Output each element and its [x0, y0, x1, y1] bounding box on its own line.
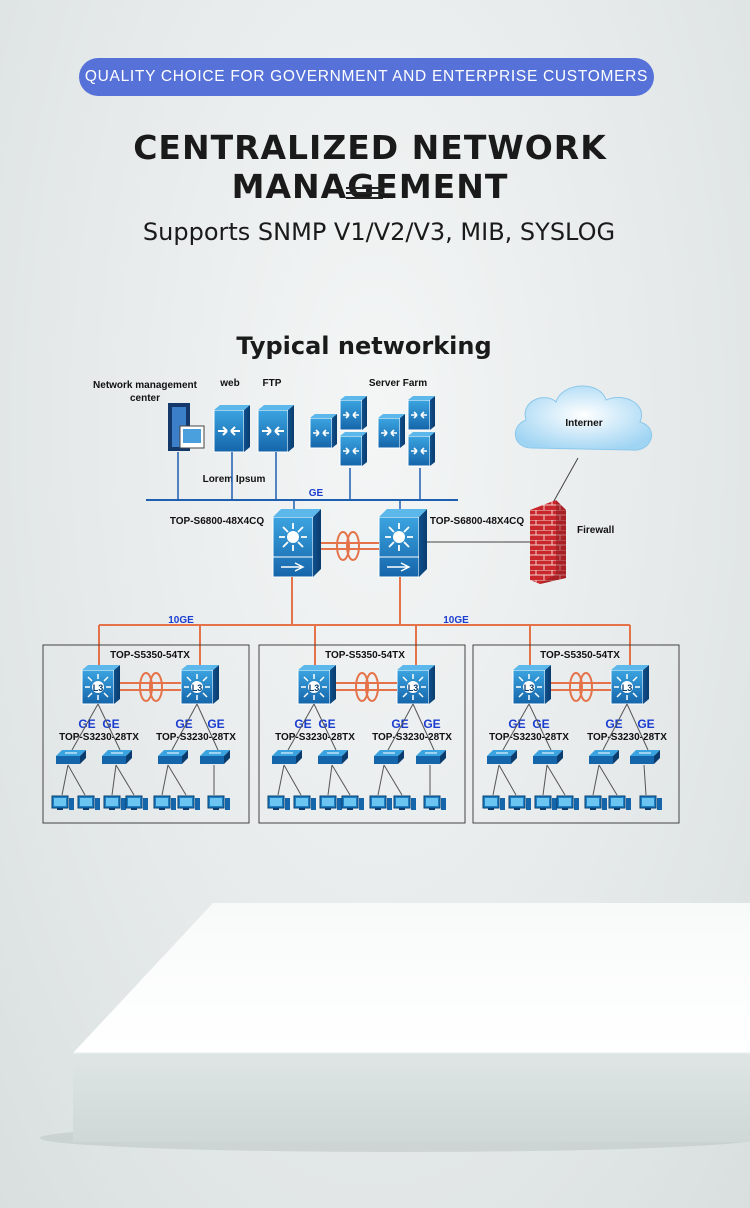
ge-label: GE — [102, 717, 119, 731]
diagram-title: Typical networking — [236, 332, 492, 360]
core-switch-right-icon — [378, 508, 428, 578]
internet-label: Interner — [565, 418, 602, 429]
aggregation-label: TOP-S5350-54TX — [325, 650, 405, 661]
core-left-label: TOP-S6800-48X4CQ — [170, 516, 265, 527]
tengig-links — [98, 577, 631, 666]
server-farm-label: Server Farm — [369, 378, 427, 389]
pc-icon — [393, 795, 417, 811]
network-diagram: Network management center web FTP Server… — [42, 378, 680, 824]
access-group-2: TOP-S5350-54TX L3 L3 GE GE GE GE TOP-S32… — [258, 644, 466, 824]
ge-label: GE — [423, 717, 440, 731]
ge-label: GE — [207, 717, 224, 731]
access-switch-icon — [415, 749, 447, 765]
pc-icon — [207, 795, 231, 811]
pc-icon — [267, 795, 291, 811]
pc-icon — [508, 795, 532, 811]
pc-icon — [556, 795, 580, 811]
access-switch-label: TOP-S3230-28TX — [489, 732, 569, 743]
tengig-right-label: 10GE — [443, 615, 469, 626]
page-subtitle: Supports SNMP V1/V2/V3, MIB, SYSLOG — [142, 218, 616, 246]
l3-badge: L3 — [192, 683, 203, 693]
access-group-1: TOP-S5350-54TX L3 L3 GE GE GE GE TOP-S32… — [42, 644, 250, 824]
aggregation-label: TOP-S5350-54TX — [540, 650, 620, 661]
server-rack-icon — [168, 403, 205, 451]
internet-cloud-icon — [515, 385, 652, 451]
firewall-label: Firewall — [577, 525, 614, 536]
firewall-icon — [530, 500, 566, 584]
title-divider-icon — [346, 187, 383, 202]
l3-badge: L3 — [309, 683, 320, 693]
ge-label: GE — [508, 717, 525, 731]
pc-icon — [341, 795, 365, 811]
lorem-label: Lorem Ipsum — [203, 474, 266, 485]
access-switch-icon — [271, 749, 303, 765]
access-switch-icon — [588, 749, 620, 765]
ftp-server-icon — [257, 404, 295, 453]
access-switch-icon — [629, 749, 661, 765]
access-switch-label: TOP-S3230-28TX — [59, 732, 139, 743]
core-right-label: TOP-S6800-48X4CQ — [430, 516, 525, 527]
web-label: web — [219, 378, 239, 389]
core-switch-left-icon — [272, 508, 322, 578]
access-switch-icon — [532, 749, 564, 765]
ge-backbone-label: GE — [309, 488, 324, 499]
access-group-3: TOP-S5350-54TX L3 L3 GE GE GE GE TOP-S32… — [472, 644, 680, 824]
access-switch-label: TOP-S3230-28TX — [275, 732, 355, 743]
access-switch-icon — [317, 749, 349, 765]
pc-icon — [177, 795, 201, 811]
pc-icon — [103, 795, 127, 811]
pc-icon — [153, 795, 177, 811]
pc-icon — [482, 795, 506, 811]
pc-icon — [423, 795, 447, 811]
nmc-label: Network management — [93, 380, 198, 391]
aggregation-label: TOP-S5350-54TX — [110, 650, 190, 661]
access-switch-icon — [157, 749, 189, 765]
web-server-icon — [213, 404, 251, 453]
pc-icon — [319, 795, 343, 811]
access-switch-icon — [101, 749, 133, 765]
pc-icon — [293, 795, 317, 811]
tagline-badge: QUALITY CHOICE FOR GOVERNMENT AND ENTERP… — [79, 58, 654, 96]
link-aggregation-icon — [336, 531, 360, 561]
ge-label: GE — [637, 717, 654, 731]
access-switch-icon — [486, 749, 518, 765]
access-switch-icon — [373, 749, 405, 765]
l3-badge: L3 — [408, 683, 419, 693]
ftp-label: FTP — [263, 378, 282, 389]
backbone-drops — [177, 452, 421, 518]
server-farm — [309, 395, 436, 467]
ge-label: GE — [318, 717, 335, 731]
pc-icon — [534, 795, 558, 811]
page-title: CENTRALIZED NETWORK MANAGEMENT — [133, 128, 607, 206]
access-switch-label: TOP-S3230-28TX — [156, 732, 236, 743]
display-platform — [40, 903, 750, 1152]
pc-icon — [369, 795, 393, 811]
pc-icon — [125, 795, 149, 811]
access-switch-icon — [199, 749, 231, 765]
access-switch-label: TOP-S3230-28TX — [587, 732, 667, 743]
pc-icon — [77, 795, 101, 811]
access-switch-label: TOP-S3230-28TX — [372, 732, 452, 743]
access-switch-icon — [55, 749, 87, 765]
l3-badge: L3 — [622, 683, 633, 693]
pc-icon — [608, 795, 632, 811]
l3-badge: L3 — [93, 683, 104, 693]
pc-icon — [639, 795, 663, 811]
nmc-label-2: center — [130, 393, 160, 404]
pc-icon — [584, 795, 608, 811]
l3-badge: L3 — [524, 683, 535, 693]
pc-icon — [51, 795, 75, 811]
tengig-left-label: 10GE — [168, 615, 194, 626]
